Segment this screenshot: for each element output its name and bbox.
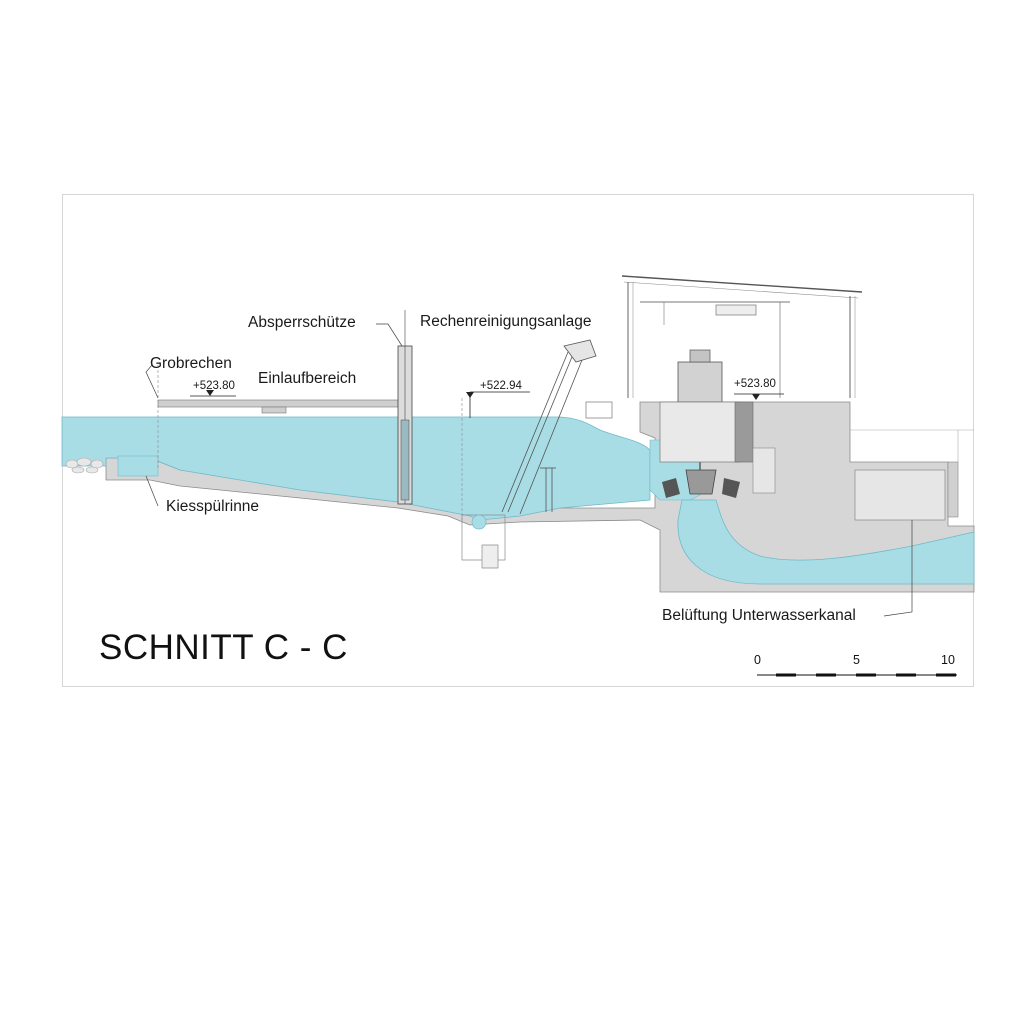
- deck-step: [261, 406, 287, 414]
- intake-headwall: [585, 401, 613, 419]
- stop-gate: [397, 310, 413, 505]
- generator-housing: [677, 361, 723, 403]
- scale-tick-10: 10: [941, 653, 955, 667]
- powerhouse-roof-under: [623, 281, 859, 299]
- tailwater-wall-step: [947, 461, 959, 518]
- sump-drain: [481, 544, 499, 569]
- drawing-title: SCHNITT C - C: [99, 628, 348, 667]
- leader-kiesspuelrinne: [145, 475, 159, 507]
- crane-trolley: [715, 304, 757, 316]
- level-left-marker: [206, 390, 214, 396]
- level-left-value: +523.80: [193, 380, 235, 392]
- leader-absperrschuetze: [376, 323, 403, 347]
- leader-belueftung: [883, 520, 913, 617]
- intake-deck: [157, 399, 399, 408]
- generator-top: [689, 349, 711, 363]
- level-right-marker: [752, 394, 760, 400]
- powerhouse-roof: [621, 275, 863, 293]
- trash-rack-cleaner: [501, 339, 597, 515]
- draft-tube-water: [677, 499, 975, 585]
- label-absperrschuetze: Absperrschütze: [248, 314, 356, 331]
- sump-pit: [461, 514, 506, 561]
- spiral-casing-right: [722, 478, 740, 498]
- tailwater-gallery: [854, 469, 946, 521]
- label-einlaufbereich: Einlaufbereich: [258, 370, 357, 387]
- label-belueftung-unterwasserkanal: Belüftung Unterwasserkanal: [662, 607, 856, 624]
- level-right-value: +523.80: [734, 378, 776, 390]
- label-grobrechen: Grobrechen: [150, 355, 232, 372]
- label-rechenreinigungsanlage: Rechenreinigungsanlage: [420, 313, 592, 330]
- level-middle-value: +522.94: [480, 380, 522, 392]
- turbine-chamber-dark: [734, 401, 754, 463]
- scale-tick-0: 0: [754, 653, 761, 667]
- scale-tick-5: 5: [853, 653, 860, 667]
- leader-grobrechen: [145, 364, 159, 399]
- label-kiesspuelrinne: Kiesspülrinne: [166, 498, 260, 515]
- gravel-stones: [65, 457, 104, 474]
- sump-culvert: [471, 514, 487, 530]
- spiral-casing-left: [662, 478, 680, 498]
- turbine-chamber: [659, 401, 741, 463]
- gravel-flush-channel: [117, 455, 159, 477]
- turbine-runner: [685, 469, 717, 495]
- powerhouse-side-room: [752, 447, 776, 494]
- headwater-body: [61, 416, 651, 521]
